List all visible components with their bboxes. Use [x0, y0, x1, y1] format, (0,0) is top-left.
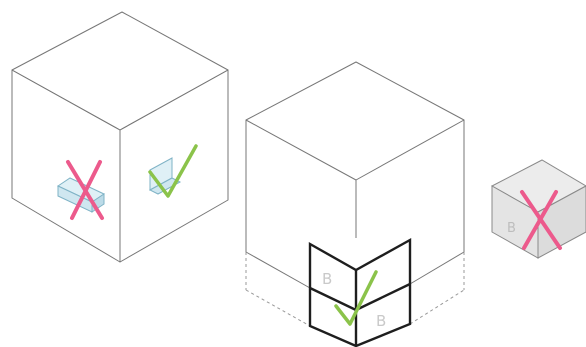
check-mark [148, 144, 198, 198]
cross-mark [520, 190, 562, 250]
large-cube-left [11, 11, 229, 263]
small-cube-right: B [490, 159, 586, 259]
slot-right-face-floor [148, 177, 182, 195]
left-cube-right-face [119, 69, 229, 263]
center-band-bottom-left-dashed [245, 289, 311, 327]
check-mark [334, 270, 378, 326]
slot-left-face [56, 177, 106, 213]
center-band-top-left [245, 251, 311, 289]
left-cube-top-face [11, 11, 229, 131]
highlighted-block-outline [308, 237, 412, 347]
block-label-lower: B [376, 312, 386, 330]
center-band-top-right [409, 251, 465, 285]
block-label-upper: B [322, 270, 332, 288]
small-cube-label: B [507, 221, 516, 236]
small-cube-right-face [537, 185, 586, 259]
cross-mark [66, 160, 104, 220]
center-band-bottom-right-dashed [409, 289, 465, 325]
left-cube-left-face [11, 69, 121, 263]
center-cube-top-face [245, 61, 465, 181]
large-cube-center: B B [245, 61, 465, 347]
highlighted-block [308, 237, 412, 347]
